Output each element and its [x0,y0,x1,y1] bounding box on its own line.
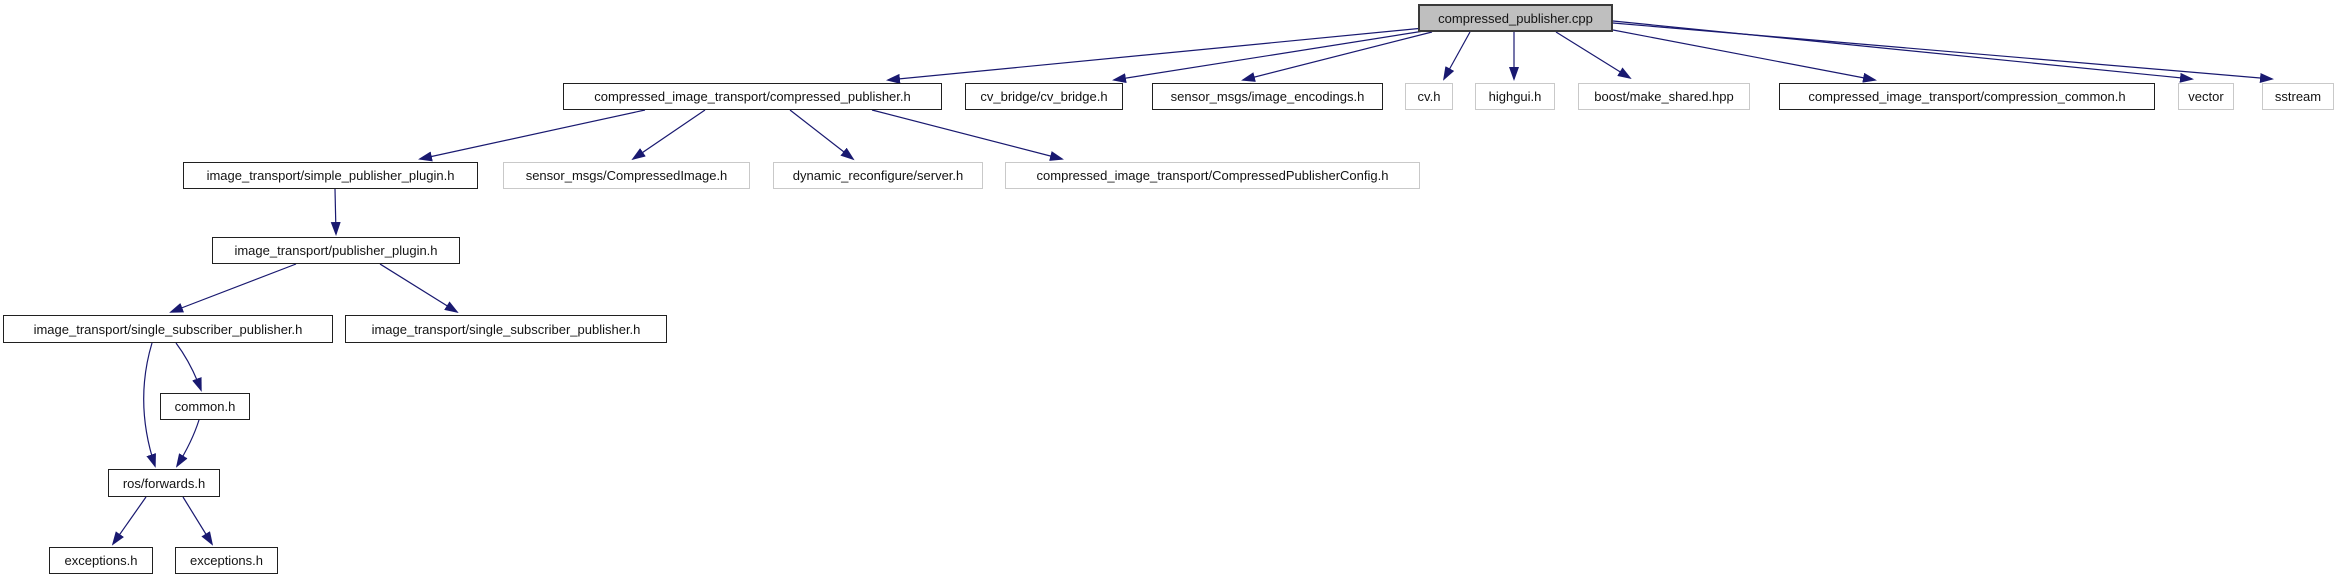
node-exceptions-h-1[interactable]: exceptions.h [49,547,153,574]
node-label: exceptions.h [190,553,263,568]
edge-compressed-publisher-h-to-compressed-publisher-config-h [871,109,1064,161]
node-compressed-image-h: sensor_msgs/CompressedImage.h [503,162,750,189]
node-label: compressed_publisher.cpp [1438,10,1593,26]
node-label: vector [2188,89,2224,104]
node-label: boost/make_shared.hpp [1594,89,1734,104]
node-compressed-publisher-config-h: compressed_image_transport/CompressedPub… [1005,162,1420,189]
edge-ros-forwards-h-to-exceptions-h-2 [182,496,214,546]
node-exceptions-h-2[interactable]: exceptions.h [175,547,278,574]
node-ros-forwards-h[interactable]: ros/forwards.h [108,469,220,497]
node-compression-common-h[interactable]: compressed_image_transport/compression_c… [1779,83,2155,110]
node-label: sstream [2274,89,2322,104]
edge-single-subscriber-publisher-h-1-to-ros-forwards-h [143,342,156,468]
node-cv-bridge-h[interactable]: cv_bridge/cv_bridge.h [965,83,1123,110]
edge-single-subscriber-publisher-h-1-to-common-h [175,342,202,392]
node-label: exceptions.h [64,553,138,568]
node-single-subscriber-publisher-h-1[interactable]: image_transport/single_subscriber_publis… [3,315,333,343]
node-label: sensor_msgs/image_encodings.h [1170,89,1365,104]
edge-compressed-publisher-h-to-simple-publisher-plugin-h [418,109,646,162]
node-label: image_transport/simple_publisher_plugin.… [206,168,455,183]
node-label: cv_bridge/cv_bridge.h [980,89,1108,104]
node-compressed-publisher-h[interactable]: compressed_image_transport/compressed_pu… [563,83,942,110]
edge-simple-publisher-plugin-h-to-publisher-plugin-h [330,188,341,236]
node-highgui-h: highgui.h [1475,83,1555,110]
edge-compressed-publisher-h-to-compressed-image-h [631,109,706,161]
node-label: ros/forwards.h [122,475,206,491]
edge-compressed-publisher-cpp-to-vector [1612,20,2194,83]
node-label: common.h [174,399,236,414]
node-vector: vector [2178,83,2234,110]
node-compressed-publisher-cpp: compressed_publisher.cpp [1418,4,1613,32]
edge-compressed-publisher-cpp-to-image-encodings-h [1241,31,1433,82]
node-label: image_transport/single_subscriber_publis… [371,321,641,337]
node-label: compressed_image_transport/compression_c… [1808,89,2126,104]
node-label: highgui.h [1488,89,1542,104]
node-image-encodings-h[interactable]: sensor_msgs/image_encodings.h [1152,83,1383,110]
node-label: image_transport/single_subscriber_publis… [33,321,303,337]
edge-compressed-publisher-cpp-to-make-shared-hpp [1555,31,1632,80]
edge-publisher-plugin-h-to-single-subscriber-publisher-h-1 [169,263,297,313]
edge-compressed-publisher-cpp-to-compression-common-h [1612,29,1877,83]
node-cv-h: cv.h [1405,83,1453,110]
edge-publisher-plugin-h-to-single-subscriber-publisher-h-2 [379,263,459,314]
edge-compressed-publisher-h-to-dynamic-reconfigure-server-h [789,109,855,161]
node-single-subscriber-publisher-h-2[interactable]: image_transport/single_subscriber_publis… [345,315,667,343]
node-label: sensor_msgs/CompressedImage.h [525,168,728,183]
node-label: image_transport/publisher_plugin.h [234,243,438,258]
node-label: dynamic_reconfigure/server.h [792,168,964,183]
node-publisher-plugin-h[interactable]: image_transport/publisher_plugin.h [212,237,460,264]
node-make-shared-hpp: boost/make_shared.hpp [1578,83,1750,110]
node-label: compressed_image_transport/CompressedPub… [1036,168,1389,183]
node-sstream: sstream [2262,83,2334,110]
node-simple-publisher-plugin-h[interactable]: image_transport/simple_publisher_plugin.… [183,162,478,189]
node-label: compressed_image_transport/compressed_pu… [594,89,911,104]
node-dynamic-reconfigure-server-h: dynamic_reconfigure/server.h [773,162,983,189]
edge-compressed-publisher-cpp-to-cv-h [1443,31,1471,81]
edge-compressed-publisher-cpp-to-compressed-publisher-h [886,27,1425,84]
edge-compressed-publisher-cpp-to-sstream [1612,22,2274,83]
edge-compressed-publisher-cpp-to-cv-bridge-h [1112,30,1425,84]
edge-common-h-to-ros-forwards-h [175,419,200,468]
node-label: cv.h [1417,89,1441,104]
edge-ros-forwards-h-to-exceptions-h-1 [111,496,147,546]
node-common-h[interactable]: common.h [160,393,250,420]
